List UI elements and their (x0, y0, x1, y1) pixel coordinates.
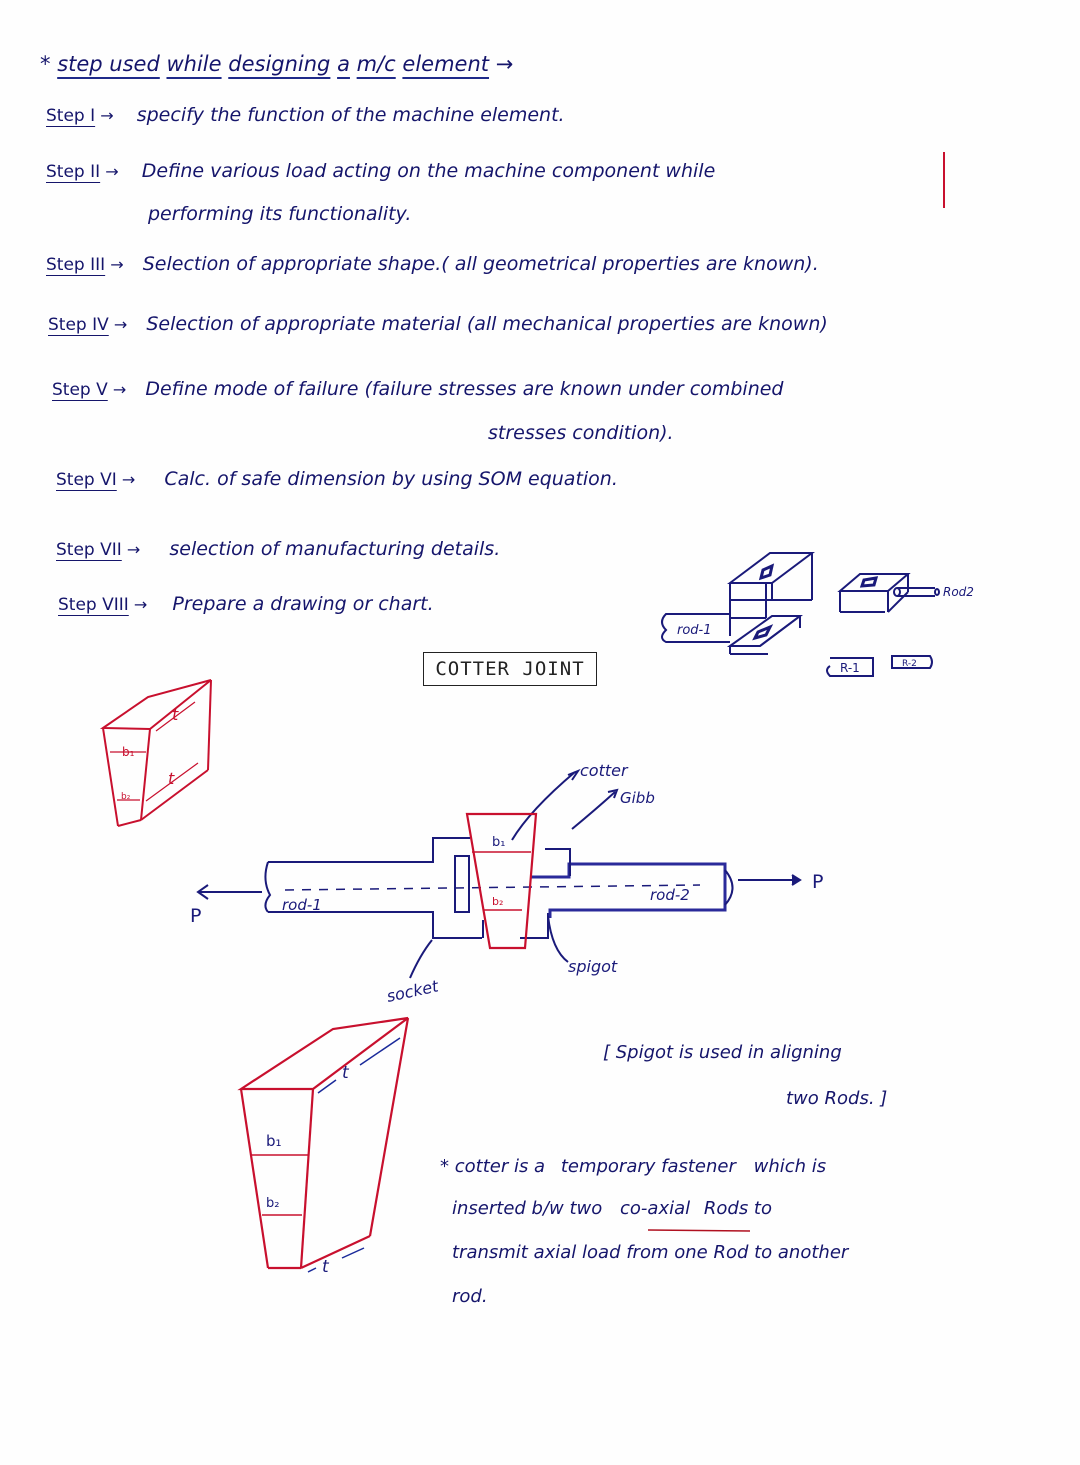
spigot-note-line2: two Rods. ] (786, 1088, 888, 1109)
heading-star: * (40, 52, 51, 76)
heading-part: a (337, 52, 350, 76)
step-label: Step VIII (58, 595, 129, 615)
step-row: Step I → specify the function of the mac… (46, 104, 565, 126)
cotter-def-part: which is (753, 1156, 827, 1177)
step-text: specify the function of the machine elem… (136, 104, 565, 126)
cotter-def-part: * cotter is a (440, 1156, 546, 1177)
step-text: Calc. of safe dimension by using SOM equ… (164, 468, 618, 490)
step-arrow: → (133, 595, 148, 614)
large-cotter-t-top: t (342, 1063, 350, 1083)
label-r1: R-1 (840, 661, 860, 675)
cotter-3d-large (237, 1016, 410, 1270)
step-arrow: → (126, 540, 141, 559)
step-row: Step V → Define mode of failure (failure… (52, 378, 784, 400)
step-continuation: performing its functionality. (148, 203, 412, 225)
large-cotter-b1: b₁ (266, 1132, 282, 1150)
load-p-left: P (190, 905, 201, 927)
large-cotter-t-arrows (307, 1037, 401, 1273)
page-heading: * step used while designing a m/c elemen… (40, 52, 513, 76)
section-title-cotter-joint: COTTER JOINT (423, 652, 597, 686)
step-label: Step II (46, 162, 101, 182)
heading-part: while (166, 52, 222, 76)
large-cotter-t-bottom: t (322, 1257, 330, 1277)
step-continuation: stresses condition). (488, 422, 674, 444)
heading-part: designing (228, 52, 331, 76)
step-row: Step II → Define various load acting on … (46, 160, 715, 182)
cotter-def-highlight: temporary fastener (560, 1156, 736, 1177)
small-cotter-b2: b₂ (121, 792, 131, 802)
step-row: Step IV → Selection of appropriate mater… (48, 313, 828, 335)
label-rod1: rod-1 (282, 896, 322, 914)
step-text: Define mode of failure (failure stresses… (145, 378, 784, 400)
step-arrow: → (121, 470, 136, 489)
step-row: Step VII → selection of manufacturing de… (56, 538, 500, 560)
label-rod2: rod-2 (650, 886, 690, 904)
label-gibb: Gibb (620, 789, 655, 807)
cotter-wedge (465, 812, 538, 950)
heading-part: m/c (356, 52, 396, 76)
label-spigot: spigot (568, 957, 618, 976)
step-label: Step I (46, 106, 96, 126)
small-cotter-t-bottom: t (168, 769, 175, 788)
step-label: Step VI (56, 470, 117, 490)
label-cotter: cotter (580, 761, 629, 780)
cotter-3d-small (99, 679, 212, 827)
step-label: Step V (52, 380, 108, 400)
large-cotter-b2: b₂ (266, 1196, 279, 1211)
cotter-definition-line4: rod. (452, 1286, 488, 1307)
step-label: Step III (46, 255, 106, 275)
cotter-def-coaxial: co-axial (620, 1198, 691, 1219)
small-cotter-b1: b₁ (122, 745, 135, 759)
spigot-note-line1: [ Spigot is used in aligning (603, 1042, 842, 1063)
joint-b1: b₁ (492, 835, 505, 850)
step-row: Step III → Selection of appropriate shap… (46, 253, 819, 275)
step-text: Selection of appropriate shape.( all geo… (142, 253, 819, 275)
exploded-joint-sketch (661, 552, 940, 677)
joint-b2: b₂ (492, 895, 503, 908)
label-rod2-small: Rod2 (943, 585, 974, 599)
cotter-definition-line2: inserted b/w two co-axial Rods to (452, 1198, 772, 1219)
step-arrow: → (110, 255, 124, 274)
small-cotter-t-top: t (172, 705, 179, 724)
step-arrow: → (100, 106, 114, 125)
step-arrow: → (112, 380, 127, 399)
load-p-right: P (812, 871, 823, 893)
step-arrow: → (113, 315, 128, 334)
cotter-def-part: inserted b/w two (452, 1198, 603, 1219)
coaxial-red-underline (647, 1229, 751, 1232)
step-text: selection of manufacturing details. (169, 538, 501, 560)
label-r2: R-2 (902, 659, 917, 669)
step-text: Selection of appropriate material (all m… (146, 313, 828, 335)
step-text: Define various load acting on the machin… (141, 160, 716, 182)
cotter-def-part: Rods to (703, 1198, 772, 1219)
label-rod1-small: rod-1 (677, 623, 712, 638)
heading-arrow: → (495, 52, 514, 76)
step-text: Prepare a drawing or chart. (172, 593, 434, 615)
heading-part: step used (57, 52, 160, 76)
step-row: Step VIII → Prepare a drawing or chart. (58, 593, 434, 615)
heading-part: element (402, 52, 490, 76)
cotter-joint-diagram (196, 768, 802, 979)
step-label: Step IV (48, 315, 109, 335)
step-row: Step VI → Calc. of safe dimension by usi… (56, 468, 618, 490)
label-socket: socket (385, 976, 441, 1006)
cotter-definition-line1: * cotter is a temporary fastener which i… (440, 1156, 826, 1177)
cotter-definition-line3: transmit axial load from one Rod to anot… (452, 1242, 849, 1263)
step-arrow: → (105, 162, 119, 181)
step-label: Step VII (56, 540, 122, 560)
